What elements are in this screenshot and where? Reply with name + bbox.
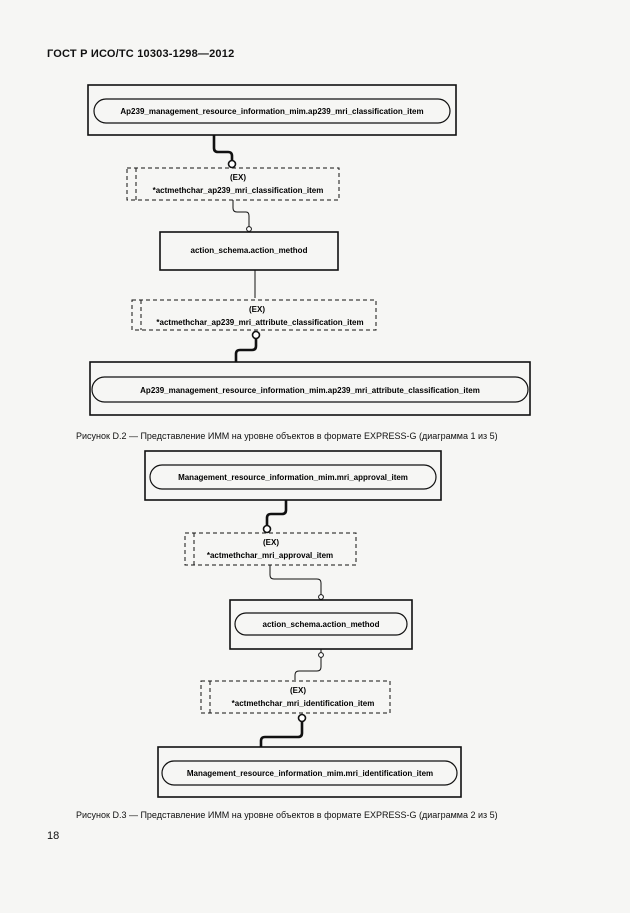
document-header: ГОСТ Р ИСО/ТС 10303-1298—2012 (47, 48, 235, 60)
d2-connector-4 (259, 722, 304, 747)
d2-top-entity-box: Management_resource_information_mim.mri_… (144, 450, 442, 501)
diagram-1: Ap239_management_resource_information_mi… (87, 84, 531, 416)
d1-bottom-entity-box: Ap239_management_resource_information_mi… (89, 361, 531, 416)
d2-mid-entity-box: action_schema.action_method (229, 599, 413, 650)
page-number: 18 (47, 830, 60, 842)
diagram-2: Management_resource_information_mim.mri_… (144, 450, 462, 798)
d2-top-entity-label: Management_resource_information_mim.mri_… (178, 473, 408, 482)
d1-extension-select-1: (EX) *actmethchar_ap239_mri_classificati… (126, 167, 340, 201)
d2-ext2-name: *actmethchar_mri_identification_item (232, 699, 375, 708)
d2-ext1-tag: (EX) (263, 538, 279, 547)
d1-connector-1 (212, 135, 234, 161)
d2-connector-2 (269, 565, 322, 595)
d2-bottom-entity-label: Management_resource_information_mim.mri_… (187, 769, 433, 778)
d1-ext2-name: *actmethchar_ap239_mri_attribute_classif… (156, 318, 363, 327)
d2-mid-entity-label: action_schema.action_method (263, 620, 380, 629)
d1-bottom-entity-label: Ap239_management_resource_information_mi… (140, 386, 480, 395)
d2-extension-select-2: (EX) *actmethchar_mri_identification_ite… (200, 680, 391, 714)
d1-ext1-name: *actmethchar_ap239_mri_classification_it… (153, 186, 324, 195)
d2-extension-select-1: (EX) *actmethchar_mri_approval_item (184, 532, 357, 566)
d2-ext2-tag: (EX) (290, 686, 306, 695)
d2-bottom-entity-box: Management_resource_information_mim.mri_… (157, 746, 462, 798)
d1-ext1-tag: (EX) (230, 173, 246, 182)
d1-ext2-tag: (EX) (249, 305, 265, 314)
d1-connector-4 (234, 339, 258, 362)
d1-connector-2 (232, 200, 250, 227)
d1-mid-entity-label: action_schema.action_method (191, 246, 308, 255)
d1-top-entity-box: Ap239_management_resource_information_mi… (87, 84, 457, 136)
d2-connector-1 (265, 500, 288, 525)
d1-top-entity-label: Ap239_management_resource_information_mi… (120, 107, 423, 116)
figure-caption-d2: Рисунок D.2 — Представление ИММ на уровн… (76, 431, 498, 441)
d2-ext1-name: *actmethchar_mri_approval_item (207, 551, 333, 560)
d1-mid-entity-box: action_schema.action_method (159, 231, 339, 271)
figure-caption-d3: Рисунок D.3 — Представление ИММ на уровн… (76, 810, 498, 820)
d1-extension-select-2: (EX) *actmethchar_ap239_mri_attribute_cl… (131, 299, 377, 331)
